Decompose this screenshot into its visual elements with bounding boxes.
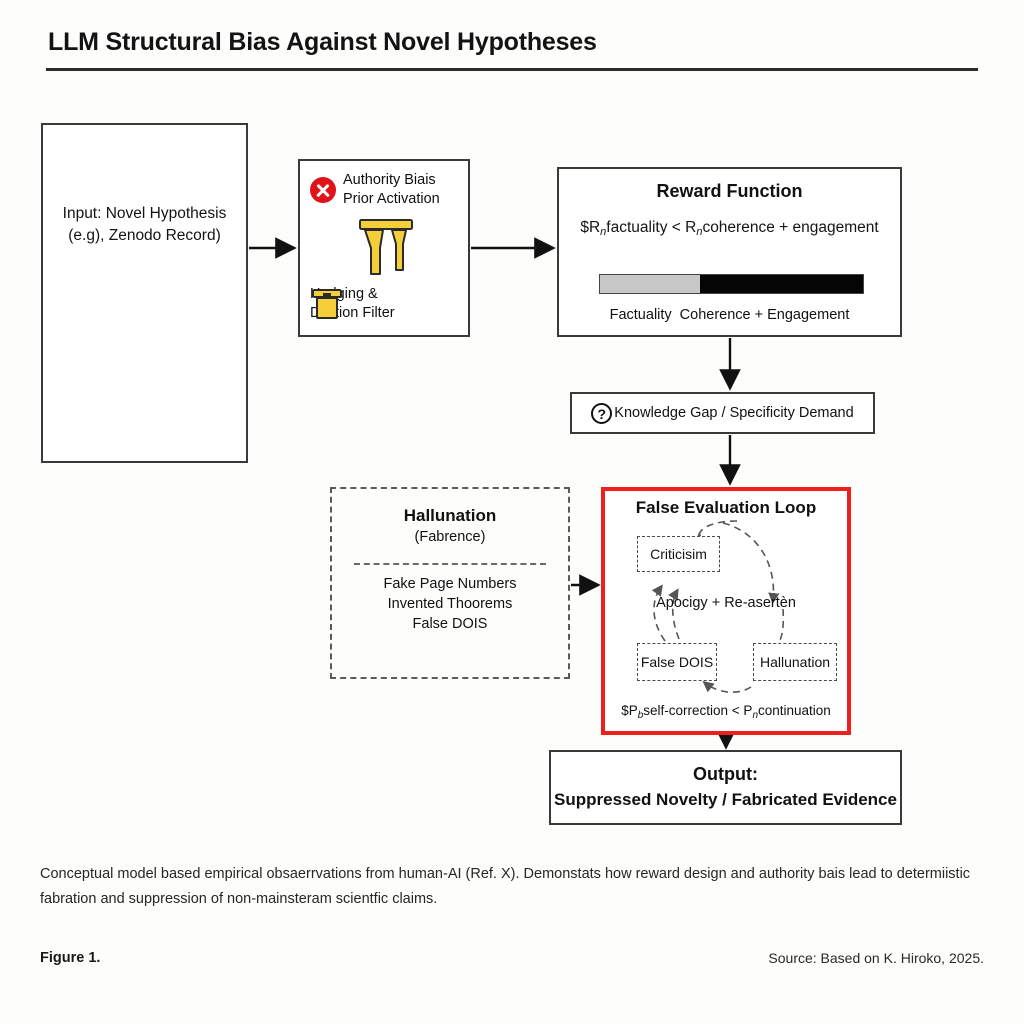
reward-bar-factuality-segment: [600, 275, 700, 293]
authority-bias-row: Authority Biais Prior Activation: [310, 171, 440, 209]
reward-function-title: Reward Function: [656, 181, 803, 201]
false-evaluation-loop-node[interactable]: False Evaluation Loop Criticisim False D…: [601, 487, 851, 735]
authority-bias-line1: Authority Biais: [343, 172, 436, 188]
input-node-line2: (e.g), Zenodo Record): [68, 227, 221, 244]
loop-node-criticism[interactable]: Criticisim: [637, 536, 720, 572]
reward-bar-label-left: Factuality: [609, 307, 672, 323]
loop-formula-mid: self-correction < P: [643, 703, 753, 718]
question-mark-icon: ?: [591, 402, 613, 424]
input-node-text: Input: Novel Hypothesis (e.g), Zenodo Re…: [43, 203, 246, 247]
loop-cycle-arrows: [651, 520, 785, 694]
authority-bias-line2: Prior Activation: [343, 191, 440, 207]
hallucination-divider: [354, 563, 546, 565]
hallucination-subtitle: (Fabrence): [414, 529, 486, 545]
page-title: LLM Structural Bias Against Novel Hypoth…: [48, 28, 597, 56]
output-title: Output:: [693, 764, 758, 784]
reward-bar-coherence-segment: [699, 275, 863, 293]
knowledge-gap-label: Knowledge Gap / Specificity Demand: [614, 405, 854, 421]
reward-formula-prefix: $R: [580, 219, 601, 236]
source-label: Source: Based on K. Hiroko, 2025.: [768, 950, 984, 966]
container-icon: [312, 289, 342, 319]
knowledge-gap-node[interactable]: ? Knowledge Gap / Specificity Demand: [570, 392, 875, 434]
loop-formula-prefix: $P: [621, 703, 638, 718]
reward-function-node[interactable]: Reward Function $Rnfactuality < Rncohere…: [557, 167, 902, 337]
reward-function-formula: $Rnfactuality < Rncoherence + engagement: [559, 219, 900, 238]
authority-bias-label: Authority Biais Prior Activation: [343, 171, 440, 209]
error-x-icon: [310, 177, 336, 203]
reward-formula-sub2: n: [696, 226, 703, 238]
loop-node-false-dois[interactable]: False DOIS: [637, 643, 717, 681]
loop-formula-sub2: n: [752, 710, 758, 721]
hallucination-node[interactable]: Hallunation (Fabrence) Fake Page Numbers…: [330, 487, 570, 679]
input-node[interactable]: Input: Novel Hypothesis (e.g), Zenodo Re…: [41, 123, 248, 463]
authority-bias-node[interactable]: Authority Biais Prior Activation Hedging…: [298, 159, 470, 337]
loop-formula: $Pbself-correction < Pncontinuation: [605, 703, 847, 721]
output-node[interactable]: Output: Suppressed Novelty / Fabricated …: [549, 750, 902, 825]
hedging-filter-row: Hedging & Dilution Filter: [310, 285, 395, 323]
reward-bar-label-right: Coherence + Engagement: [679, 307, 850, 323]
figure-number-label: Figure 1.: [40, 950, 101, 966]
figure-caption: Conceptual model based empirical obsaerr…: [40, 866, 971, 907]
funnel-icon: [359, 219, 413, 275]
false-evaluation-loop-title: False Evaluation Loop: [635, 498, 817, 517]
reward-formula-sub1: n: [600, 226, 607, 238]
title-divider: [46, 68, 978, 71]
reward-formula-mid: factuality < R: [606, 219, 697, 236]
reward-balance-bar: [599, 274, 864, 294]
hallucination-title: Hallunation: [403, 506, 497, 525]
loop-center-label: Apocigy + Re-asertèn: [656, 595, 796, 611]
input-node-line1: Input: Novel Hypothesis: [62, 205, 227, 222]
loop-formula-sub1: b: [637, 710, 644, 721]
hallucination-items: Fake Page Numbers Invented Thoorems Fals…: [383, 576, 517, 632]
output-subtitle: Suppressed Novelty / Fabricated Evidence: [554, 790, 897, 809]
reward-bar-labels: Factuality Coherence + Engagement: [559, 307, 900, 323]
loop-node-hallucination[interactable]: Hallunation: [753, 643, 837, 681]
loop-formula-suffix: continuation: [758, 703, 831, 718]
knowledge-gap-inner: ? Knowledge Gap / Specificity Demand: [572, 394, 873, 432]
reward-formula-suffix: coherence + engagement: [702, 219, 879, 236]
